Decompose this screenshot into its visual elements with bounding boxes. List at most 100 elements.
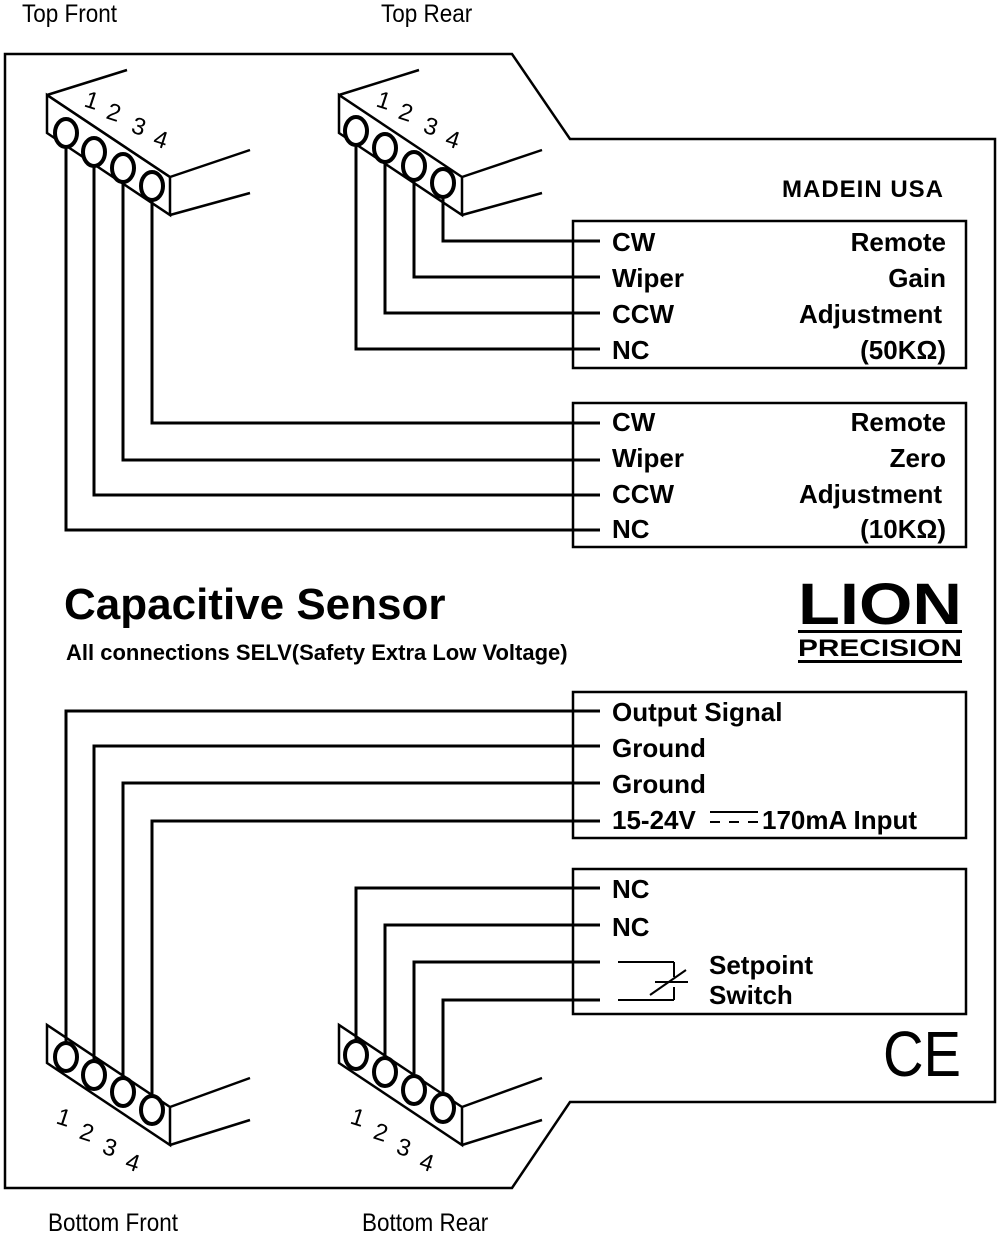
pin-hole	[81, 136, 107, 168]
switch-contact-icon	[618, 961, 688, 1001]
pin-number: 1	[81, 86, 102, 116]
pin-hole	[401, 1074, 427, 1106]
gain-desc-line: (50KΩ)	[860, 335, 946, 365]
zero-desc-line: Zero	[890, 443, 946, 473]
lion-precision-logo: LION PRECISION	[798, 572, 962, 663]
pin-number: 2	[103, 98, 124, 128]
pin-label-nc: NC	[612, 874, 650, 904]
connector-top-rear: 1 2 3 4	[337, 68, 543, 218]
pin-number: 1	[373, 86, 394, 116]
pin-hole	[139, 1094, 165, 1126]
pin-label-cw: CW	[612, 407, 656, 437]
pin-hole	[372, 132, 398, 164]
setpoint-switch-box: NC NC Setpoint Switch	[571, 867, 968, 1016]
pin-hole	[53, 117, 79, 149]
zero-desc-line: Adjustment	[799, 479, 942, 509]
gain-desc-line: Gain	[888, 263, 946, 293]
connector-top-front: 1 2 3 4	[45, 68, 251, 218]
zero-desc-line: Remote	[851, 407, 946, 437]
pin-hole	[53, 1041, 79, 1073]
wire	[92, 744, 600, 1061]
input-current-label: 170mA Input	[762, 805, 917, 835]
header-top-front: Top Front	[22, 0, 117, 28]
wire	[412, 960, 600, 1076]
ground-label: Ground	[612, 733, 706, 763]
pin-label-wiper: Wiper	[612, 263, 684, 293]
pin-hole	[81, 1059, 107, 1091]
power-output-box: Output Signal Ground Ground 15-24V 170mA…	[571, 690, 968, 840]
wire	[441, 197, 600, 243]
gain-desc-line: Remote	[851, 227, 946, 257]
output-signal-label: Output Signal	[612, 697, 782, 727]
pin-number: 4	[442, 125, 463, 155]
pin-hole	[139, 170, 165, 202]
pin-number: 2	[370, 1118, 391, 1148]
setpoint-label: Setpoint	[709, 950, 813, 980]
pin-hole	[372, 1056, 398, 1088]
wire	[64, 709, 600, 1043]
header-bottom-front: Bottom Front	[48, 1209, 178, 1234]
pin-hole	[430, 167, 456, 199]
pin-number: 3	[393, 1133, 414, 1163]
wires-top-front	[64, 147, 600, 532]
wire	[150, 200, 600, 425]
wire	[121, 781, 600, 1078]
pin-hole	[343, 115, 369, 147]
sensor-title: Capacitive Sensor	[64, 580, 446, 629]
pin-label-ccw: CCW	[612, 299, 675, 329]
wire	[121, 182, 600, 462]
wire	[383, 162, 600, 315]
panel-outline	[3, 52, 997, 1190]
pin-hole	[343, 1039, 369, 1071]
ground-label: Ground	[612, 769, 706, 799]
selv-note: All connections SELV(Safety Extra Low Vo…	[66, 640, 568, 665]
pin-number: 4	[416, 1148, 437, 1178]
wire	[92, 166, 600, 497]
made-in-label: MADEIN USA	[782, 176, 944, 203]
pin-number: 3	[99, 1133, 120, 1163]
pin-number: 4	[150, 125, 171, 155]
logo-sub-text: PRECISION	[798, 635, 962, 662]
connector-bottom-rear: 1 2 3 4	[337, 1022, 543, 1178]
gain-adjustment-box: CW Wiper CCW NC Remote Gain Adjustment (…	[571, 219, 968, 370]
dc-symbol-icon	[710, 811, 758, 823]
zero-adjustment-box: CW Wiper CCW NC Remote Zero Adjustment (…	[571, 401, 968, 549]
pin-label-nc: NC	[612, 514, 650, 544]
pin-hole	[430, 1092, 456, 1124]
pin-number: 3	[420, 112, 441, 142]
pin-number: 2	[395, 98, 416, 128]
pin-hole	[110, 1076, 136, 1108]
wire	[412, 180, 600, 279]
wire	[383, 923, 600, 1058]
pin-hole	[110, 152, 136, 184]
logo-main-text: LION	[798, 572, 962, 637]
pin-label-ccw: CCW	[612, 479, 675, 509]
pin-number: 4	[122, 1148, 143, 1178]
connector-bottom-front: 1 2 3 4	[45, 1022, 251, 1178]
zero-desc-line: (10KΩ)	[860, 514, 946, 544]
wires-bottom-front	[64, 709, 600, 1096]
pin-label-nc: NC	[612, 335, 650, 365]
pin-number: 1	[347, 1103, 368, 1133]
wire	[150, 819, 600, 1096]
pin-number: 2	[76, 1118, 97, 1148]
pin-number: 3	[128, 112, 149, 142]
wires-top-rear	[354, 145, 600, 351]
header-top-rear: Top Rear	[381, 0, 472, 28]
pin-label-wiper: Wiper	[612, 443, 684, 473]
header-bottom-rear: Bottom Rear	[362, 1209, 488, 1234]
wire	[354, 145, 600, 351]
input-voltage-label: 15-24V	[612, 805, 696, 835]
pin-hole	[401, 150, 427, 182]
wire	[354, 886, 600, 1041]
pin-label-cw: CW	[612, 227, 656, 257]
ce-mark-icon: CE	[883, 1018, 961, 1090]
pin-label-nc: NC	[612, 912, 650, 942]
wire	[441, 998, 600, 1094]
switch-label: Switch	[709, 980, 793, 1010]
wires-bottom-rear	[354, 886, 600, 1094]
wire	[64, 147, 600, 532]
gain-desc-line: Adjustment	[799, 299, 942, 329]
pin-number: 1	[53, 1103, 74, 1133]
